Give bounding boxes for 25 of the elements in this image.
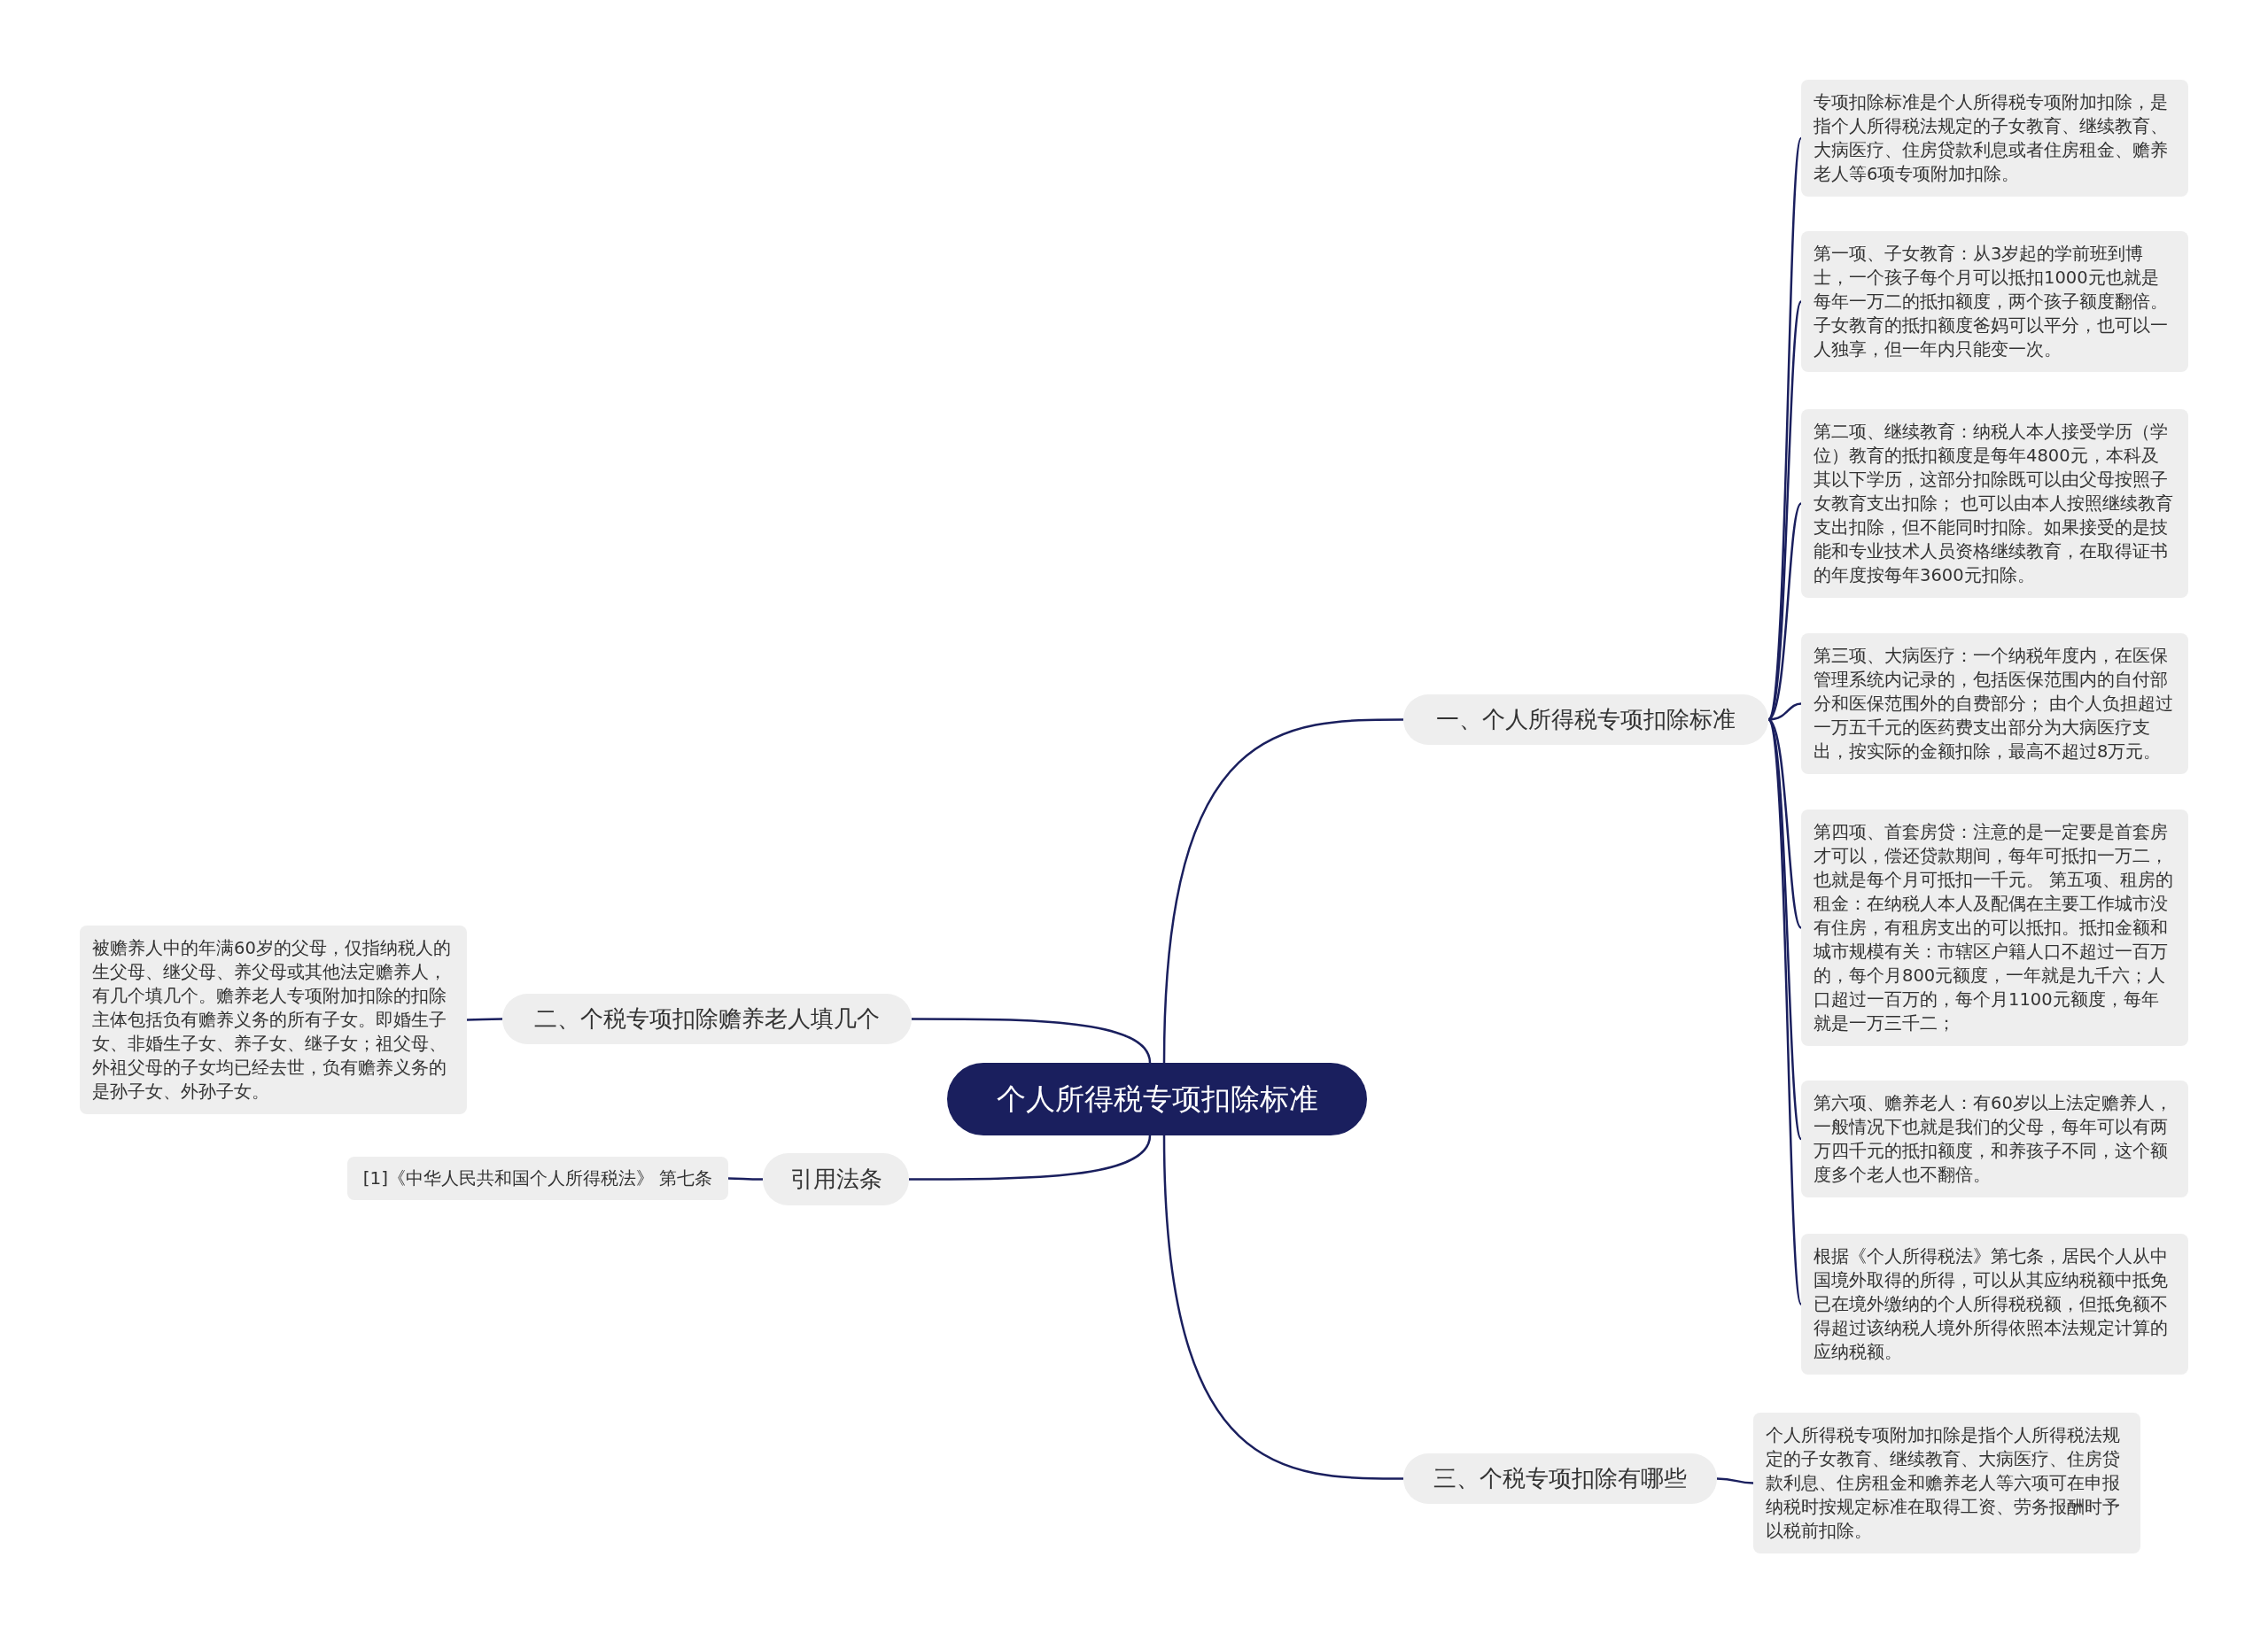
- connector-line: [1767, 301, 1803, 721]
- central-topic: 个人所得税专项扣除标准: [947, 1063, 1367, 1135]
- note-box: 根据《个人所得税法》第七条，居民个人从中国境外取得的所得，可以从其应纳税额中抵免已在境外缴纳的个人所得税税额，但抵免额不得超过该纳税人境外所得依照本法规定计算的应纳税额。: [1801, 1234, 2188, 1375]
- connector-line: [1767, 702, 1802, 721]
- connector-line: [1716, 1477, 1754, 1484]
- note-box: 第四项、首套房贷：注意的是一定要是首套房才可以，偿还贷款期间，每年可抵扣一万二，也就是每个月可抵扣一千元。 第五项、租房的租金：在纳税人本人及配偶在主要工作城市没有住房，有租房支出的可以抵扣。抵扣金额和城市规模有关：市辖区户籍人口不超过一百万的，每个月800元额度，一年就是九千六；人口超过一百万的，每个月1100元额度，每年就是一万三千二；: [1801, 810, 2188, 1046]
- topic-pill: 引用法条: [763, 1153, 909, 1205]
- note-box: 第三项、大病医疗：一个纳税年度内，在医保管理系统内记录的，包括医保范围内的自付部分和医保范围外的自费部分； 由个人负担超过一万五千元的医药费支出部分为大病医疗支出，按实际的金额扣除，最高不超过8万元。: [1801, 633, 2188, 774]
- topic-pill: 三、个税专项扣除有哪些: [1403, 1453, 1717, 1504]
- connector-line: [1767, 719, 1803, 1305]
- note-box: 被赡养人中的年满60岁的父母，仅指纳税人的生父母、继父母、养父母或其他法定赡养人，有几个填几个。赡养老人专项附加扣除的扣除主体包括负有赡养义务的所有子女。即婚生子女、非婚生子女、养子女、继子女；祖父母、外祖父母的子女均已经去世，负有赡养义务的是孙子女、外孙子女。: [80, 926, 467, 1114]
- note-box: 第二项、继续教育：纳税人本人接受学历（学位）教育的抵扣额度是每年4800元，本科及其以下学历，这部分扣除既可以由父母按照子女教育支出扣除； 也可以由本人按照继续教育支出扣除，但不能同时扣除。如果接受的是技能和专业技术人员资格继续教育，在取得证书的年度按每年3600元扣除。: [1801, 409, 2188, 598]
- note-box: 专项扣除标准是个人所得税专项附加扣除，是指个人所得税法规定的子女教育、继续教育、大病医疗、住房贷款利息或者住房租金、赡养老人等6项专项附加扣除。: [1801, 80, 2188, 197]
- note-box: 第六项、赡养老人：有60岁以上法定赡养人，一般情况下也就是我们的父母，每年可以有两万四千元的抵扣额度，和养孩子不同，这个额度多个老人也不翻倍。: [1801, 1081, 2188, 1197]
- topic-pill: 一、个人所得税专项扣除标准: [1403, 694, 1768, 745]
- connector-line: [1162, 1135, 1403, 1480]
- note-box: 个人所得税专项附加扣除是指个人所得税法规定的子女教育、继续教育、大病医疗、住房贷款利息、住房租金和赡养老人等六项可在申报纳税时按规定标准在取得工资、劳务报酬时予以税前扣除。: [1753, 1413, 2140, 1553]
- connector-line: [728, 1177, 763, 1181]
- connector-line: [912, 1018, 1152, 1064]
- topic-pill: 二、个税专项扣除赡养老人填几个: [502, 994, 912, 1044]
- reference-box: [1]《中华人民共和国个人所得税法》 第七条: [347, 1157, 728, 1200]
- note-box: 第一项、子女教育：从3岁起的学前班到博士，一个孩子每个月可以抵扣1000元也就是每年一万二的抵扣额度，两个孩子额度翻倍。子女教育的抵扣额度爸妈可以平分，也可以一人独享，但一年内只能变一次。: [1801, 231, 2188, 372]
- connector-line: [1162, 718, 1403, 1064]
- connector-line: [909, 1135, 1152, 1181]
- connector-line: [467, 1018, 502, 1021]
